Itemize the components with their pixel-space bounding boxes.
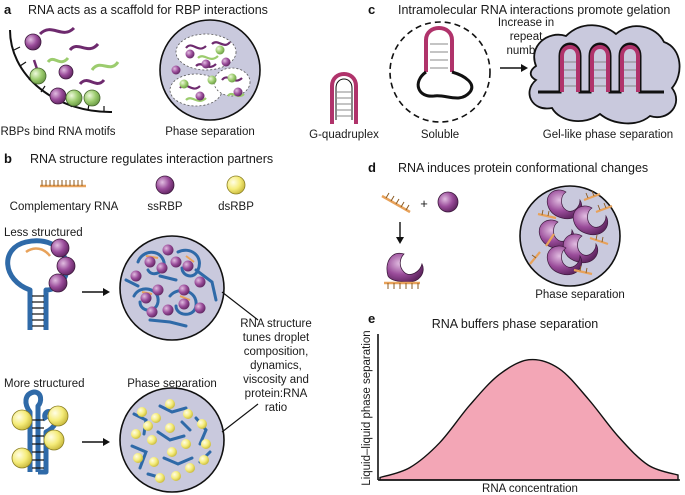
- plus-sign: +: [420, 196, 428, 211]
- panel-a-left-caption: RBPs bind RNA motifs: [0, 126, 115, 138]
- g-quadruplex: [330, 72, 358, 124]
- panel-a-letter: a: [4, 2, 12, 17]
- structure-note: RNA structure tunes droplet composition,…: [240, 318, 312, 414]
- panel-e: e RNA buffers phase separation Liquid–li…: [361, 311, 680, 495]
- note-line-3: composition,: [244, 346, 309, 358]
- rna-protein-complex: [384, 252, 424, 289]
- arrow-label-line-1: Increase in: [498, 17, 554, 29]
- more-structured-droplet: [119, 387, 225, 493]
- arrow-more-structured: [82, 438, 110, 446]
- more-structured-rna: [11, 389, 69, 475]
- panel-a-right-caption: Phase separation: [165, 126, 255, 138]
- panel-e-letter: e: [368, 311, 375, 326]
- arrow-label-line-2: repeat: [510, 31, 543, 43]
- panel-b-letter: b: [4, 151, 12, 166]
- x-axis-label: RNA concentration: [482, 483, 578, 495]
- panel-a-title: RNA acts as a scaffold for RBP interacti…: [28, 3, 268, 17]
- chart-area-series: [379, 358, 679, 481]
- panel-c-title: Intramolecular RNA interactions promote …: [398, 3, 670, 17]
- panel-b-title: RNA structure regulates interaction part…: [30, 152, 273, 166]
- chart-title: RNA buffers phase separation: [432, 317, 599, 331]
- legend-dsrbp-label: dsRBP: [218, 201, 254, 213]
- less-structured-label: Less structured: [4, 227, 83, 239]
- note-line-5: viscosity and: [243, 374, 309, 386]
- legend-ssrbp-label: ssRBP: [147, 201, 182, 213]
- arrow-down: [396, 222, 404, 244]
- dsrbp-symbol: [226, 175, 246, 195]
- note-line-4: dynamics,: [250, 360, 302, 372]
- panel-d-letter: d: [368, 160, 376, 175]
- rna-scaffold-bowl: [9, 26, 120, 114]
- note-line-6: protein:RNA: [245, 388, 308, 400]
- panel-d-caption: Phase separation: [535, 289, 625, 301]
- rna-strand-free: [381, 192, 411, 214]
- panel-c: c Intramolecular RNA interactions promot…: [309, 2, 681, 141]
- ssrbp-symbol: [155, 175, 175, 195]
- arrow-less-structured: [82, 288, 110, 296]
- y-axis-label: Liquid–liquid phase separation: [361, 330, 373, 485]
- panel-d-droplet: [519, 185, 621, 287]
- panel-b-phase-separation-label: Phase separation: [127, 378, 217, 390]
- note-connector-lines: [221, 291, 259, 433]
- soluble-caption: Soluble: [421, 129, 459, 141]
- panel-a: a RNA acts as a scaffold for RBP interac…: [0, 2, 267, 138]
- panel-c-letter: c: [368, 2, 375, 17]
- gquad-caption: G-quadruplex: [309, 129, 379, 141]
- panel-d: d RNA induces protein conformational cha…: [368, 160, 648, 301]
- less-structured-droplet: [119, 235, 225, 341]
- panel-b: b RNA structure regulates interaction pa…: [4, 151, 312, 493]
- complementary-rna-symbol: [40, 180, 86, 188]
- free-protein: [437, 191, 459, 213]
- note-line-7: ratio: [265, 402, 287, 414]
- panel-d-title: RNA induces protein conformational chang…: [398, 161, 648, 175]
- legend-rna-label: Complementary RNA: [10, 201, 119, 213]
- note-line-2: tunes droplet: [243, 332, 310, 344]
- soluble-molecule: [389, 21, 491, 123]
- note-line-1: RNA structure: [240, 318, 312, 330]
- gel-like-blob: [528, 24, 681, 125]
- arrow-repeat-number: [500, 64, 528, 72]
- more-structured-label: More structured: [4, 378, 85, 390]
- gel-caption: Gel-like phase separation: [543, 129, 673, 141]
- panel-a-droplet: [159, 19, 261, 121]
- less-structured-rna: [5, 238, 76, 330]
